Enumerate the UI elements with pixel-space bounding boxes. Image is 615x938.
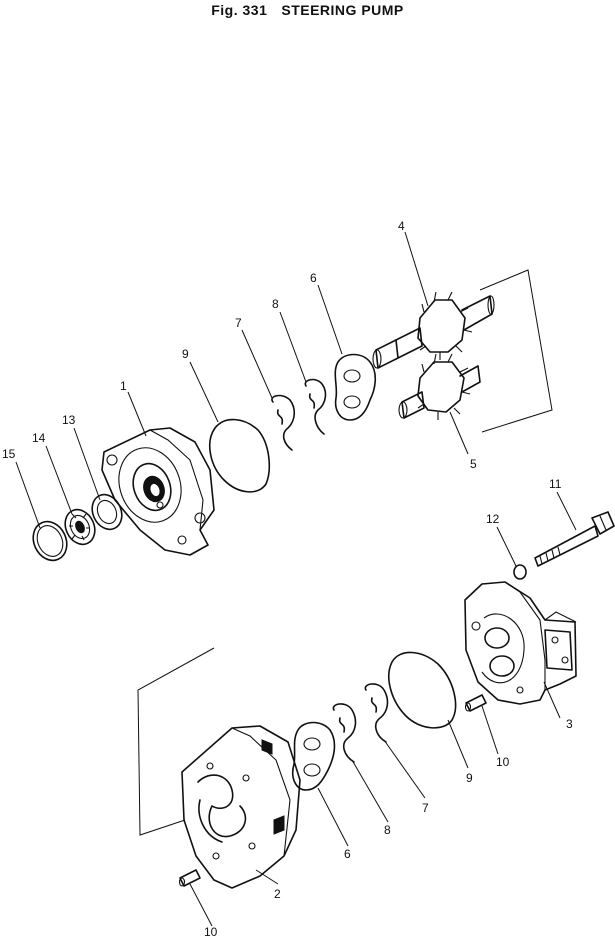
callout-10-lower: 10 (204, 925, 218, 938)
callout-7-upper: 7 (235, 316, 242, 330)
part-backup-ring-lower-left (332, 703, 357, 763)
callout-8-lower: 8 (384, 823, 391, 837)
part-backup-ring-mid (304, 378, 327, 435)
callout-labels: 15 14 13 1 9 7 8 6 4 5 11 12 3 10 9 7 8 … (2, 219, 573, 938)
callout-13: 13 (62, 413, 76, 427)
callout-10-right: 10 (496, 755, 510, 769)
part-gear-body (181, 725, 301, 889)
part-bearing (64, 508, 96, 546)
part-backup-ring-upper (271, 394, 296, 451)
part-drive-gear (372, 291, 495, 369)
part-backup-ring-lower-right (364, 683, 389, 743)
callout-5: 5 (470, 457, 477, 471)
callout-15: 15 (2, 447, 16, 461)
figure-name: STEERING PUMP (281, 2, 404, 18)
gear-group-bracket (479, 269, 553, 433)
part-seal-ring-lower (388, 651, 457, 729)
callout-6-upper: 6 (310, 271, 317, 285)
callout-11: 11 (549, 477, 562, 491)
part-seal-ring-upper (208, 418, 271, 493)
callout-6-lower: 6 (344, 847, 351, 861)
part-washer (91, 493, 123, 531)
part-front-cover (101, 427, 215, 556)
part-wear-plate-lower (291, 721, 336, 791)
callout-7-lower: 7 (422, 801, 429, 815)
part-dowel-pin-right (464, 694, 487, 712)
callout-12: 12 (486, 512, 500, 526)
part-bolt (534, 511, 615, 567)
figure-title: Fig. 331 STEERING PUMP (0, 2, 615, 18)
part-dowel-pin-lower (178, 869, 201, 887)
figure-number: Fig. 331 (211, 2, 268, 18)
callout-1: 1 (120, 379, 127, 393)
callout-8-upper: 8 (272, 297, 279, 311)
callout-2: 2 (274, 887, 281, 901)
callout-9-lower: 9 (466, 771, 473, 785)
part-rear-cover (464, 581, 577, 705)
callout-4: 4 (398, 219, 405, 233)
body-group-bracket (137, 647, 215, 836)
callout-3: 3 (566, 717, 573, 731)
part-snap-ring (32, 520, 68, 562)
leader-lines (15, 231, 577, 927)
part-wear-plate-upper (334, 353, 377, 421)
callout-14: 14 (32, 431, 46, 445)
callout-9-upper: 9 (182, 347, 189, 361)
part-spring-washer (513, 564, 527, 580)
part-driven-gear (398, 353, 481, 420)
